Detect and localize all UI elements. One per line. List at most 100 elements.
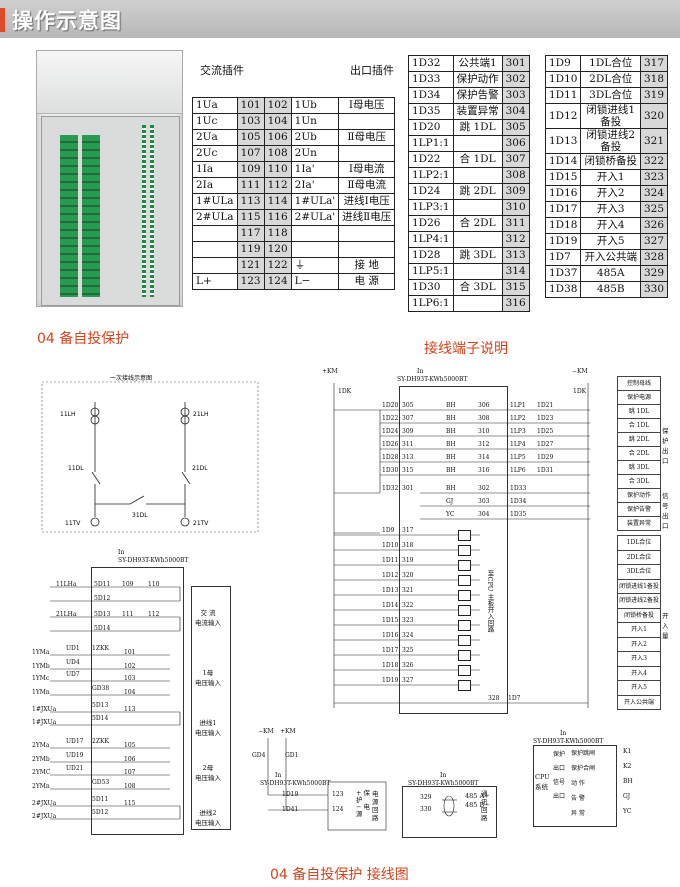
ac-cell-signal-a: [192, 241, 238, 258]
out-cell-description: [452, 295, 503, 312]
optocoupler-icon: [458, 620, 471, 631]
bus-source-label: 1#JXUa: [32, 706, 57, 713]
ac-cell-signal-a: 1Ua: [192, 97, 238, 114]
out-cell-pin: 311: [501, 215, 530, 232]
ac-cell-terminal-2: 112: [263, 177, 292, 194]
out-row-contact: BH: [446, 467, 456, 474]
ctl-model-label: SY-DH93T-KWh5000BT: [397, 376, 468, 383]
in-cell-pin: 320: [639, 103, 669, 129]
ac-cell-description: 进线Ⅰ电压: [338, 193, 396, 210]
bus-pin-label: 106: [124, 756, 136, 763]
bus-switch-label: UD19: [66, 752, 84, 759]
right-label-cell: 开入3: [617, 651, 661, 667]
out-cell-terminal-id: 1LP1:1: [408, 135, 454, 152]
bus-switch-label: UD1: [66, 645, 80, 652]
out-row-pin-out: 310: [478, 428, 490, 435]
ac-current-input-label: 交 流 电流输入: [195, 609, 221, 627]
ac-table-title: 交流插件: [200, 64, 244, 77]
right-label-cell: 保护电源: [617, 390, 661, 405]
ac-cell-terminal-2: 120: [263, 241, 292, 258]
line2-input-label: 进线2 电压输入: [195, 809, 221, 827]
bus-source-label: 2#JXUa: [32, 813, 57, 820]
label-11lh: 11LH: [60, 411, 76, 418]
power-km-minus: +KM: [280, 728, 296, 735]
in-cell-description: 1DL合位: [580, 55, 641, 72]
ac-cell-signal-a: 1Uc: [192, 113, 238, 130]
comm-in-label: In: [440, 772, 447, 779]
di-row-pin: 327: [402, 677, 414, 684]
cpu-model-label: SY-DH93T-KWh5000BT: [533, 738, 604, 745]
ac-cell-signal-b: 2Ub: [290, 129, 340, 146]
ac-cell-description: Ⅱ母电流: [338, 177, 396, 194]
out-cell-terminal-id: 1D28: [408, 247, 454, 264]
ac-cell-description: 进线Ⅱ电压: [338, 209, 396, 226]
sig-row-contact: BH: [446, 485, 456, 492]
out-cell-pin: 316: [501, 295, 530, 312]
out-cell-pin: 302: [501, 71, 530, 88]
bus-source-label: 2YMC: [32, 769, 51, 776]
ac-cell-terminal-2: 104: [263, 113, 292, 130]
right-label-cell: 开入1: [617, 622, 661, 638]
out-cell-pin: 315: [501, 279, 530, 296]
ac-model-label: SY-DH93T-KWh5000BT: [118, 557, 189, 564]
cpu-row-name: 保护跳闸: [571, 750, 596, 757]
optocoupler-icon: [458, 545, 471, 556]
out-cell-pin: 309: [501, 183, 530, 200]
bus-source-label: 1YMn: [32, 689, 50, 696]
header-accent: [0, 8, 5, 32]
out-row-contact: BH: [446, 441, 456, 448]
in-cell-pin: 326: [639, 217, 669, 234]
di-row-pin: 324: [402, 632, 414, 639]
out-cell-pin: 310: [501, 199, 530, 216]
out-cell-pin: 306: [501, 135, 530, 152]
label-21lh: 21LH: [193, 411, 209, 418]
ac-terminal-label: 5D13: [94, 611, 111, 618]
out-row-terminal: 1D20: [382, 402, 399, 409]
out-row-pin-out: 306: [478, 402, 490, 409]
in-cell-terminal-id: 1D15: [544, 169, 582, 186]
out-row-contact: BH: [446, 402, 456, 409]
cpu-row-relay: K1: [623, 748, 632, 755]
out-row-plate: 1LP5: [510, 454, 526, 461]
ac-cell-description: [338, 113, 396, 130]
cpu-row-relay: K2: [623, 763, 632, 770]
out-row-pin-out: 314: [478, 454, 490, 461]
power-circuit: [267, 738, 387, 831]
di-row-pin: 319: [402, 557, 414, 564]
sig-row-terminal: 1D32: [382, 485, 399, 492]
ac-cell-description: Ⅰ母电压: [338, 97, 396, 114]
bus-pin-label: 107: [124, 769, 136, 776]
out-row-dest: 1D23: [537, 415, 554, 422]
in-cell-terminal-id: 1D19: [544, 233, 582, 250]
in-cell-description: 485B: [580, 281, 641, 298]
out-cell-pin: 314: [501, 263, 530, 280]
one-line-diagram: 一次接线示意图 11LH 21LH 11DL 21DL 31DL 11TV 21…: [41, 374, 259, 533]
in-cell-terminal-id: 1D17: [544, 201, 582, 218]
right-label-cell: 2DL合位: [617, 549, 661, 565]
sig-row-pin-in: 301: [402, 485, 414, 492]
right-label-cell: 合 3DL: [617, 474, 661, 489]
bottom-caption: 04 备自投保护 接线图: [270, 867, 409, 883]
di-row-terminal: 1D12: [382, 572, 399, 579]
ac-source-label: 11LHa: [56, 581, 77, 588]
ac-cell-signal-b: L−: [290, 273, 340, 290]
label-21tv: 21TV: [193, 520, 209, 527]
out-cell-terminal-id: 1D32: [408, 55, 454, 72]
out-row-contact: BH: [446, 454, 456, 461]
bus-terminal-label: 5D14: [92, 715, 109, 722]
ac-cell-signal-a: 1#ULa: [192, 193, 238, 210]
out-cell-terminal-id: 1D30: [408, 279, 454, 296]
ac-cell-signal-a: [192, 257, 238, 274]
device-top-cover: [37, 51, 182, 114]
out-row-plate: 1LP4: [510, 441, 526, 448]
cpu-row-group: 保护: [553, 751, 566, 758]
ac-cell-description: Ⅰ母电流: [338, 161, 396, 178]
